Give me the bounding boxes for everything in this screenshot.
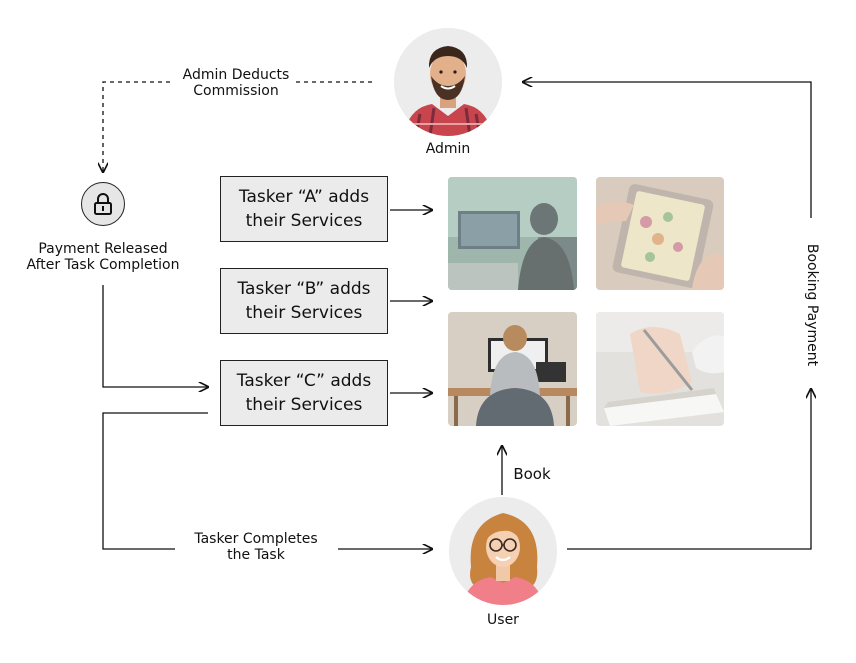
booking-payment-line-top bbox=[523, 82, 812, 218]
service-image-design bbox=[596, 177, 724, 290]
service-image-writing bbox=[596, 312, 724, 426]
admin-deducts-label: Admin Deducts Commission bbox=[182, 67, 290, 99]
book-label: Book bbox=[513, 465, 551, 483]
lock-icon bbox=[81, 182, 125, 226]
payment-to-tasker-c-line bbox=[102, 285, 208, 387]
tasker-completes-label: Tasker Completes the Task bbox=[194, 531, 318, 563]
task-complete-line-left bbox=[102, 412, 208, 550]
service-image-editing bbox=[448, 177, 577, 290]
booking-payment-line-bottom bbox=[567, 389, 811, 550]
booking-payment-label: Booking Payment bbox=[804, 243, 820, 367]
admin-avatar bbox=[394, 28, 502, 136]
payment-released-label: Payment Released After Task Completion bbox=[26, 241, 180, 273]
admin-label: Admin bbox=[425, 141, 471, 157]
commission-dashed-line-left bbox=[103, 81, 170, 172]
service-image-developer bbox=[448, 312, 577, 426]
user-label: User bbox=[487, 612, 519, 628]
user-avatar bbox=[449, 497, 557, 605]
